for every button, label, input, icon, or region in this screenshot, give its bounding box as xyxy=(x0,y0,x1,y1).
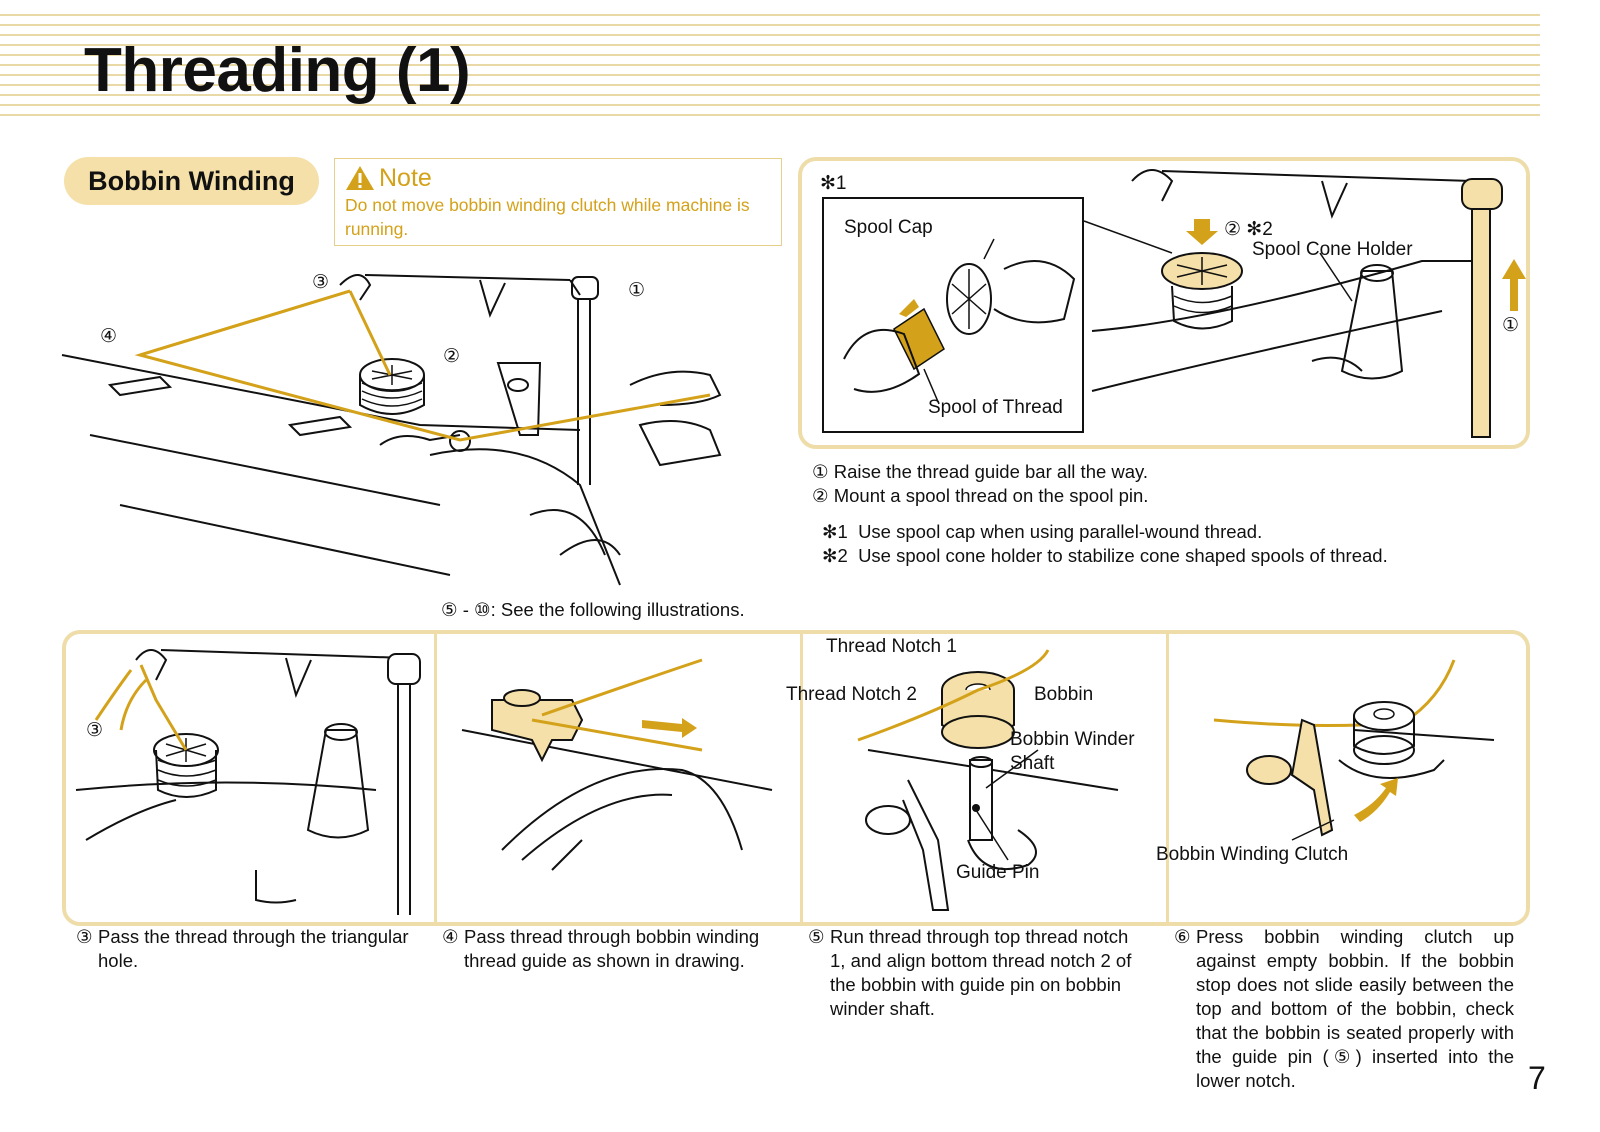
fig1-label-4: ④ xyxy=(100,326,118,347)
mark-3: ① xyxy=(1502,315,1520,336)
note-title-row: Note xyxy=(345,165,771,191)
fig1-label-3: ③ xyxy=(312,272,330,293)
divider-3 xyxy=(1166,634,1169,922)
bobbin-winding-illustration xyxy=(61,274,722,586)
bobbin-label: Bobbin xyxy=(1034,684,1094,705)
step6-illustration xyxy=(1213,659,1495,841)
bobbin-winder-shaft-label: Bobbin Winder Shaft xyxy=(1010,729,1135,774)
step-1: ① Raise the thread guide bar all the way… xyxy=(812,461,1149,482)
spool-cap-label: Spool Cap xyxy=(844,217,933,238)
spool-cone-holder-label: Spool Cone Holder xyxy=(1252,239,1413,260)
step4-illustration xyxy=(461,658,773,871)
warning-icon xyxy=(346,166,374,190)
spool-cap-inset: Spool Cap Spool of Thread xyxy=(822,197,1084,433)
step-2: ② Mount a spool thread on the spool pin. xyxy=(812,485,1149,506)
thread-notch-2-label: Thread Notch 2 xyxy=(786,684,917,705)
thread-notch-1-label: Thread Notch 1 xyxy=(826,636,957,657)
steps-panel: ③ Thread Notch 1 Thread Notch 2 Bobbin B… xyxy=(62,630,1530,926)
header-stripes xyxy=(0,6,1540,124)
note-box: Note Do not move bobbin winding clutch w… xyxy=(334,158,782,246)
mark-2: ② ✻2 xyxy=(1224,219,1273,240)
spool-panel: ✻1 Spool Cap Spool of Thread ② ✻2 Spo xyxy=(798,157,1530,449)
divider-2 xyxy=(800,634,803,922)
note-title: Note xyxy=(379,164,432,192)
p1-label-3: ③ xyxy=(86,720,104,741)
mark-1: ✻1 xyxy=(820,173,847,194)
spool-of-thread-label: Spool of Thread xyxy=(928,397,1063,418)
page-number: 7 xyxy=(1528,1060,1546,1096)
step5-illustration xyxy=(857,649,1119,911)
footnote-1: ✻1 Use spool cap when using parallel-wou… xyxy=(822,521,1263,542)
divider-1 xyxy=(434,634,437,922)
spool-pin-illustration xyxy=(1083,169,1526,438)
bobbin-winding-clutch-label: Bobbin Winding Clutch xyxy=(1156,844,1349,865)
step3-illustration xyxy=(75,649,421,915)
guide-pin-label: Guide Pin xyxy=(956,862,1040,883)
footnote-2: ✻2 Use spool cone holder to stabilize co… xyxy=(822,545,1388,566)
section-heading: Bobbin Winding xyxy=(64,157,319,205)
fig1-caption: ⑤ - ⑩: See the following illustrations. xyxy=(441,599,745,620)
fig1-label-2: ② xyxy=(443,346,461,367)
spool-cap-illustration xyxy=(843,238,1076,405)
fig1-label-1: ① xyxy=(628,280,646,301)
page-title: Threading (1) xyxy=(84,36,471,105)
note-text: Do not move bobbin winding clutch while … xyxy=(345,195,750,239)
